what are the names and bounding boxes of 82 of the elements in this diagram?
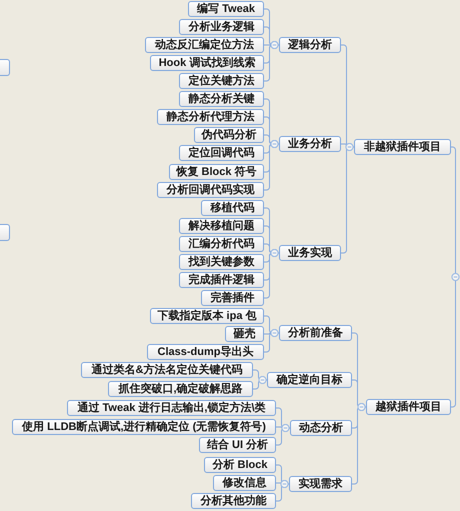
topic-box: [279, 245, 341, 261]
topic-box: [157, 109, 264, 125]
topic-label: 分析前准备: [288, 326, 343, 340]
topic-box: [279, 325, 352, 341]
topic-label: 实现需求: [298, 477, 342, 491]
topic-label: 逻辑分析: [288, 38, 332, 52]
topic-box: [213, 475, 276, 491]
branch-line: [450, 273, 460, 408]
topic-label: 业务实现: [288, 246, 332, 260]
topic-label: 移植代码: [210, 201, 254, 215]
topic-box: [199, 437, 276, 453]
topic-label: Class-dump导出头: [158, 345, 254, 359]
topic-label: 使用 LLDB断点调试,进行精确定位 (无需恢复符号): [22, 420, 266, 434]
topic-box: [157, 182, 264, 198]
topic-label: 业务分析: [288, 137, 332, 151]
topic-label: 找到关键参数: [188, 255, 254, 269]
topic-box: [150, 308, 264, 324]
topic-box: [290, 420, 352, 436]
topic-label: 伪代码分析: [202, 128, 256, 142]
topic-box: [179, 73, 264, 89]
topic-box: [169, 164, 264, 180]
topic-box: [0, 224, 10, 241]
topic-label: 完善插件: [210, 291, 254, 305]
topic-label: 结合 UI 分析: [206, 438, 268, 452]
branch-line: [276, 480, 290, 502]
topic-label: 静态分析关键: [188, 92, 254, 106]
topic-label: 砸壳: [234, 327, 256, 341]
topic-box: [179, 272, 264, 288]
branch-line: [264, 41, 280, 82]
topic-label: 动态分析: [299, 421, 343, 435]
topic-box: [179, 91, 264, 107]
topic-label: 汇编分析代码: [188, 237, 254, 251]
topic-label: 分析其他功能: [200, 494, 266, 508]
topic-box: [267, 372, 352, 388]
topic-box: [147, 344, 264, 360]
topic-label: 通过 Tweak 进行日志输出,锁定方法\类: [77, 401, 266, 415]
topic-box: [194, 127, 264, 143]
topic-label: 非越狱插件项目: [364, 140, 441, 154]
topic-label: 动态反汇编定位方法: [155, 38, 254, 52]
topic-box: [179, 145, 264, 161]
topic-label: 越狱插件项目: [376, 400, 442, 414]
topic-box: [150, 55, 264, 71]
topic-box: [188, 1, 264, 17]
topic-label: 恢复 Block 符号: [176, 165, 257, 179]
topic-label: 编写 Tweak: [197, 2, 255, 16]
topic-box: [179, 218, 264, 234]
branch-line: [264, 329, 280, 352]
topic-box: [354, 139, 451, 155]
topic-label: 通过类名&方法名定位关键代码: [92, 363, 242, 377]
topic-box: [12, 419, 276, 435]
topic-label: 分析回调代码实现: [166, 183, 254, 197]
topic-label: 定位关键方法: [188, 74, 254, 88]
topic-box: [179, 236, 264, 252]
topic-box: [225, 326, 264, 342]
topic-box: [179, 19, 264, 35]
branch-line: [252, 376, 268, 390]
topic-box: [366, 399, 451, 415]
topic-box: [179, 254, 264, 270]
topic-box: [108, 381, 253, 397]
topic-label: 下载指定版本 ipa 包: [157, 309, 256, 323]
topic-label: Hook 调试找到线索: [158, 56, 256, 70]
topic-label: 完成插件逻辑: [188, 273, 254, 287]
topic-box: [81, 362, 253, 378]
topic-label: 抓住突破口,确定破解思路: [118, 382, 243, 396]
topic-label: 分析 Block: [212, 458, 268, 472]
topic-box: [204, 457, 276, 473]
topic-box: [201, 200, 264, 216]
topic-label: 确定逆向目标: [276, 373, 342, 387]
topic-label: 修改信息: [222, 476, 266, 490]
topic-box: [191, 493, 276, 509]
topic-box: [279, 37, 341, 53]
topic-box: [0, 59, 10, 76]
topic-label: 定位回调代码: [188, 146, 254, 160]
topic-box: [145, 37, 264, 53]
topic-label: 分析业务逻辑: [188, 20, 254, 34]
topic-box: [289, 476, 352, 492]
topic-label: 解决移植问题: [188, 219, 254, 233]
topic-box: [201, 290, 264, 306]
topic-label: 静态分析代理方法: [166, 110, 254, 124]
topic-box: [67, 400, 276, 416]
topic-box: [279, 136, 341, 152]
branch-line: [276, 424, 290, 446]
